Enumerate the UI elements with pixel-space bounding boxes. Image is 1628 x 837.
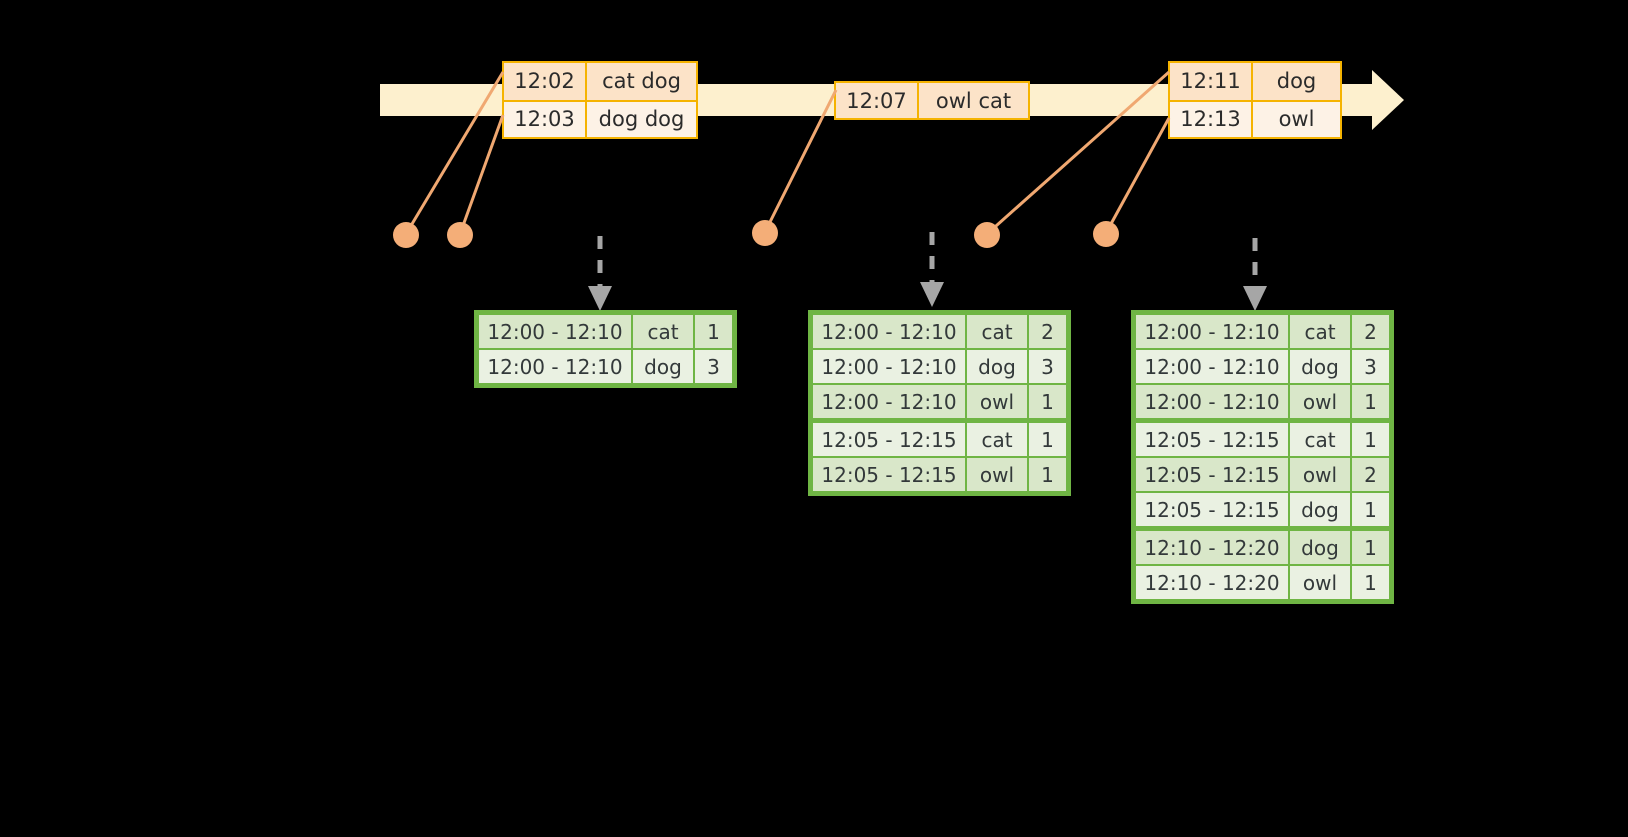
emit-arrow-heads [588, 282, 1267, 311]
table-row[interactable]: 12:00 - 12:10 cat 2 [1136, 315, 1389, 348]
cell-count: 3 [1029, 350, 1066, 383]
cell-window: 12:00 - 12:10 [1136, 350, 1288, 383]
cell-word: owl [1290, 385, 1350, 418]
event-time: 12:07 [836, 83, 919, 118]
event-time: 12:11 [1170, 63, 1253, 100]
cell-count: 1 [1352, 423, 1389, 456]
cell-window: 12:05 - 12:15 [813, 423, 965, 456]
table-row[interactable]: 12:00 - 12:10 dog 3 [479, 350, 732, 383]
cell-window: 12:00 - 12:10 [1136, 385, 1288, 418]
table-row[interactable]: 12:05 - 12:15 cat 1 [813, 423, 1066, 456]
cell-window: 12:00 - 12:10 [813, 315, 965, 348]
cell-word: cat [1290, 315, 1350, 348]
cell-window: 12:00 - 12:10 [813, 385, 965, 418]
event-time: 12:13 [1170, 101, 1253, 137]
connector-line [1104, 117, 1171, 234]
cell-word: cat [967, 315, 1027, 348]
cell-window: 12:00 - 12:10 [479, 315, 631, 348]
event-group-3[interactable]: 12:11 dog 12:13 owl [1168, 61, 1342, 139]
event-row[interactable]: 12:07 owl cat [836, 83, 1028, 118]
table-row[interactable]: 12:00 - 12:10 cat 2 [813, 315, 1066, 348]
emit-arrow-head [588, 286, 612, 311]
cell-window: 12:10 - 12:20 [1136, 531, 1288, 564]
result-table-1[interactable]: 12:00 - 12:10 cat 1 12:00 - 12:10 dog 3 [474, 310, 737, 388]
cell-window: 12:00 - 12:10 [813, 350, 965, 383]
emit-arrow-head [920, 282, 944, 307]
cell-word: dog [967, 350, 1027, 383]
result-table-2[interactable]: 12:00 - 12:10 cat 2 12:00 - 12:10 dog 3 … [808, 310, 1071, 496]
cell-count: 3 [1352, 350, 1389, 383]
cell-count: 1 [1352, 493, 1389, 526]
cell-word: cat [967, 423, 1027, 456]
table-row[interactable]: 12:00 - 12:10 dog 3 [813, 350, 1066, 383]
timeline-arrowhead [1372, 70, 1404, 130]
cell-word: dog [1290, 493, 1350, 526]
event-dot[interactable] [447, 222, 473, 248]
event-dot[interactable] [1093, 221, 1119, 247]
table-row[interactable]: 12:00 - 12:10 dog 3 [1136, 350, 1389, 383]
table-row[interactable]: 12:10 - 12:20 dog 1 [1136, 531, 1389, 564]
cell-word: cat [1290, 423, 1350, 456]
cell-word: owl [967, 385, 1027, 418]
cell-word: owl [967, 458, 1027, 491]
table-row[interactable]: 12:05 - 12:15 owl 2 [1136, 458, 1389, 491]
cell-word: owl [1290, 566, 1350, 599]
cell-window: 12:10 - 12:20 [1136, 566, 1288, 599]
event-row[interactable]: 12:13 owl [1170, 99, 1340, 137]
event-value: owl [1253, 101, 1340, 137]
event-time: 12:03 [504, 101, 587, 137]
table-row[interactable]: 12:00 - 12:10 owl 1 [1136, 385, 1389, 418]
cell-count: 1 [1029, 423, 1066, 456]
result-table-3[interactable]: 12:00 - 12:10 cat 2 12:00 - 12:10 dog 3 … [1131, 310, 1394, 604]
cell-count: 1 [1029, 385, 1066, 418]
table-row[interactable]: 12:05 - 12:15 owl 1 [813, 458, 1066, 491]
event-dot[interactable] [752, 220, 778, 246]
cell-window: 12:00 - 12:10 [479, 350, 631, 383]
event-dot[interactable] [974, 222, 1000, 248]
cell-count: 1 [1352, 385, 1389, 418]
cell-count: 2 [1352, 458, 1389, 491]
cell-count: 1 [695, 315, 732, 348]
cell-count: 3 [695, 350, 732, 383]
cell-window: 12:05 - 12:15 [813, 458, 965, 491]
table-row[interactable]: 12:05 - 12:15 dog 1 [1136, 493, 1389, 526]
table-row[interactable]: 12:10 - 12:20 owl 1 [1136, 566, 1389, 599]
event-value: dog [1253, 63, 1340, 100]
event-value: owl cat [919, 83, 1028, 118]
table-row[interactable]: 12:05 - 12:15 cat 1 [1136, 423, 1389, 456]
cell-count: 1 [1029, 458, 1066, 491]
cell-count: 1 [1352, 531, 1389, 564]
cell-window: 12:05 - 12:15 [1136, 493, 1288, 526]
cell-word: cat [633, 315, 693, 348]
event-time: 12:02 [504, 63, 587, 100]
event-dot[interactable] [393, 222, 419, 248]
event-row[interactable]: 12:02 cat dog [504, 63, 696, 100]
event-value: dog dog [587, 101, 696, 137]
cell-count: 1 [1352, 566, 1389, 599]
cell-window: 12:00 - 12:10 [1136, 315, 1288, 348]
table-row[interactable]: 12:00 - 12:10 owl 1 [813, 385, 1066, 418]
event-marker-dots [393, 220, 1119, 248]
connector-line [458, 114, 505, 235]
event-value: cat dog [587, 63, 696, 100]
cell-word: dog [633, 350, 693, 383]
cell-window: 12:05 - 12:15 [1136, 423, 1288, 456]
cell-window: 12:05 - 12:15 [1136, 458, 1288, 491]
cell-count: 2 [1352, 315, 1389, 348]
event-group-2[interactable]: 12:07 owl cat [834, 81, 1030, 120]
event-row[interactable]: 12:11 dog [1170, 63, 1340, 100]
cell-word: owl [1290, 458, 1350, 491]
emit-arrow-head [1243, 286, 1267, 311]
table-row[interactable]: 12:00 - 12:10 cat 1 [479, 315, 732, 348]
cell-word: dog [1290, 350, 1350, 383]
cell-word: dog [1290, 531, 1350, 564]
event-group-1[interactable]: 12:02 cat dog 12:03 dog dog [502, 61, 698, 139]
event-row[interactable]: 12:03 dog dog [504, 99, 696, 137]
cell-count: 2 [1029, 315, 1066, 348]
